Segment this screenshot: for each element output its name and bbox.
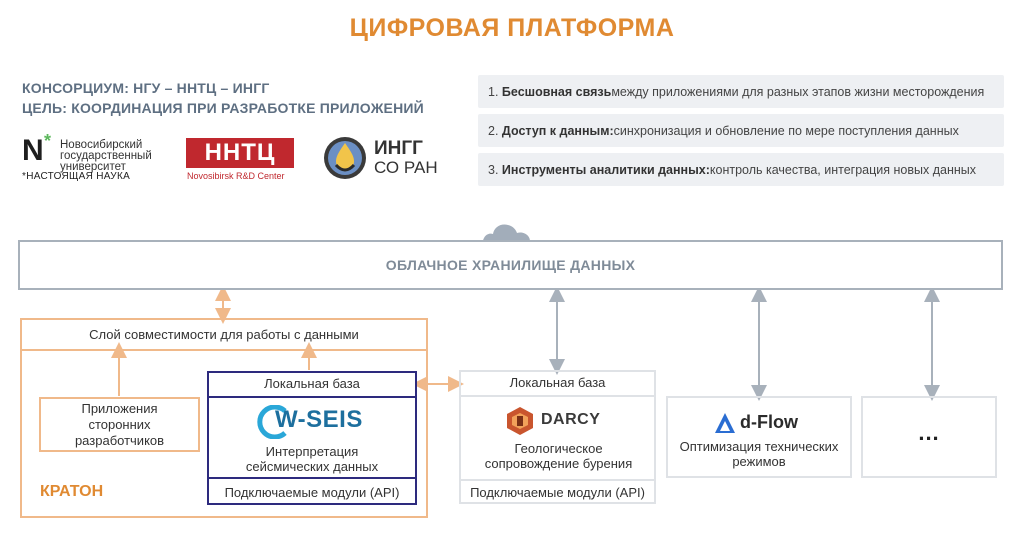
ingg-logo: ИНГГ СО РАН xyxy=(322,135,442,185)
ingg-sub: СО РАН xyxy=(374,158,438,177)
ngu-line-2: государственный xyxy=(60,150,152,162)
point-2-num: 2. xyxy=(488,123,499,138)
wseis-api: Подключаемые модули (API) xyxy=(207,477,417,505)
more-ellipsis: ... xyxy=(918,420,940,445)
kraton-label: КРАТОН xyxy=(40,483,104,500)
point-2-rest: синхронизация и обновление по мере посту… xyxy=(613,123,959,138)
wseis-module: Локальная база W-SEIS Интерпретация сейс… xyxy=(207,371,417,505)
compat-layer: Слой совместимости для работы с данными xyxy=(20,318,428,351)
point-3-rest: контроль качества, интеграция новых данн… xyxy=(709,162,977,177)
point-1-num: 1. xyxy=(488,84,499,99)
dflow-triangle-icon xyxy=(715,413,735,433)
darcy-module: Локальная база DARCY Геологическое сопро… xyxy=(459,370,656,504)
point-1-bold: Бесшовная связь xyxy=(501,84,612,99)
point-2: 2. Доступ к данным: синхронизация и обно… xyxy=(478,114,1004,147)
dflow-module: d-Flow Оптимизация технических режимов xyxy=(666,396,852,478)
point-1-rest: между приложениями для разных этапов жиз… xyxy=(611,84,985,99)
ngu-line-1: Новосибирский xyxy=(60,139,143,151)
dflow-logo: d-Flow xyxy=(714,410,814,436)
cloud-storage-label: ОБЛАЧНОЕ ХРАНИЛИЩЕ ДАННЫХ xyxy=(385,257,636,273)
consortium-line: КОНСОРЦИУМ: НГУ – ННТЦ – ИНГГ xyxy=(22,80,270,96)
third-party-apps: Приложения сторонних разработчиков xyxy=(39,397,200,452)
wseis-logo-text: W-SEIS xyxy=(275,406,363,433)
darcy-api: Подключаемые модули (API) xyxy=(459,479,656,504)
wseis-logo: W-SEIS xyxy=(255,403,375,441)
ingg-drop-icon xyxy=(322,135,368,186)
ngu-slogan: *НАСТОЯЩАЯ НАУКА xyxy=(22,171,131,182)
darcy-hex-icon xyxy=(507,407,533,435)
goal-line: ЦЕЛЬ: КООРДИНАЦИЯ ПРИ РАЗРАБОТКЕ ПРИЛОЖЕ… xyxy=(22,100,424,116)
point-3-bold: Инструменты аналитики данных: xyxy=(501,162,710,177)
wseis-local-db: Локальная база xyxy=(207,371,417,398)
ngu-logo: N * Новосибирский государственный универ… xyxy=(22,132,172,184)
more-module: ... xyxy=(861,396,997,478)
nntc-logo: ННТЦ Novosibirsk R&D Center xyxy=(186,138,296,184)
nntc-name: ННТЦ xyxy=(186,138,294,168)
dflow-logo-text: d-Flow xyxy=(740,412,798,432)
wseis-arc-icon xyxy=(257,405,287,439)
darcy-local-db: Локальная база xyxy=(459,370,656,397)
kraton-container: Слой совместимости для работы с данными … xyxy=(20,318,428,518)
point-3-num: 3. xyxy=(488,162,499,177)
darcy-logo-text: DARCY xyxy=(541,411,601,428)
ngu-asterisk-icon: * xyxy=(44,131,52,151)
nntc-caption: Novosibirsk R&D Center xyxy=(187,171,285,181)
ngu-line-3: университет xyxy=(60,161,126,173)
ngu-letter: N xyxy=(22,134,44,167)
cloud-storage-bar: ОБЛАЧНОЕ ХРАНИЛИЩЕ ДАННЫХ xyxy=(18,240,1003,290)
dflow-desc: Оптимизация технических режимов xyxy=(679,439,839,469)
darcy-desc: Геологическое сопровождение бурения xyxy=(484,441,633,471)
page-title: ЦИФРОВАЯ ПЛАТФОРМА xyxy=(349,14,675,42)
point-2-bold: Доступ к данным: xyxy=(501,123,614,138)
point-1: 1. Бесшовная связь между приложениями дл… xyxy=(478,75,1004,108)
point-3: 3. Инструменты аналитики данных: контрол… xyxy=(478,153,1004,186)
darcy-logo: DARCY xyxy=(505,406,625,436)
ingg-name: ИНГГ xyxy=(374,138,423,159)
wseis-desc: Интерпретация сейсмических данных xyxy=(245,444,379,474)
